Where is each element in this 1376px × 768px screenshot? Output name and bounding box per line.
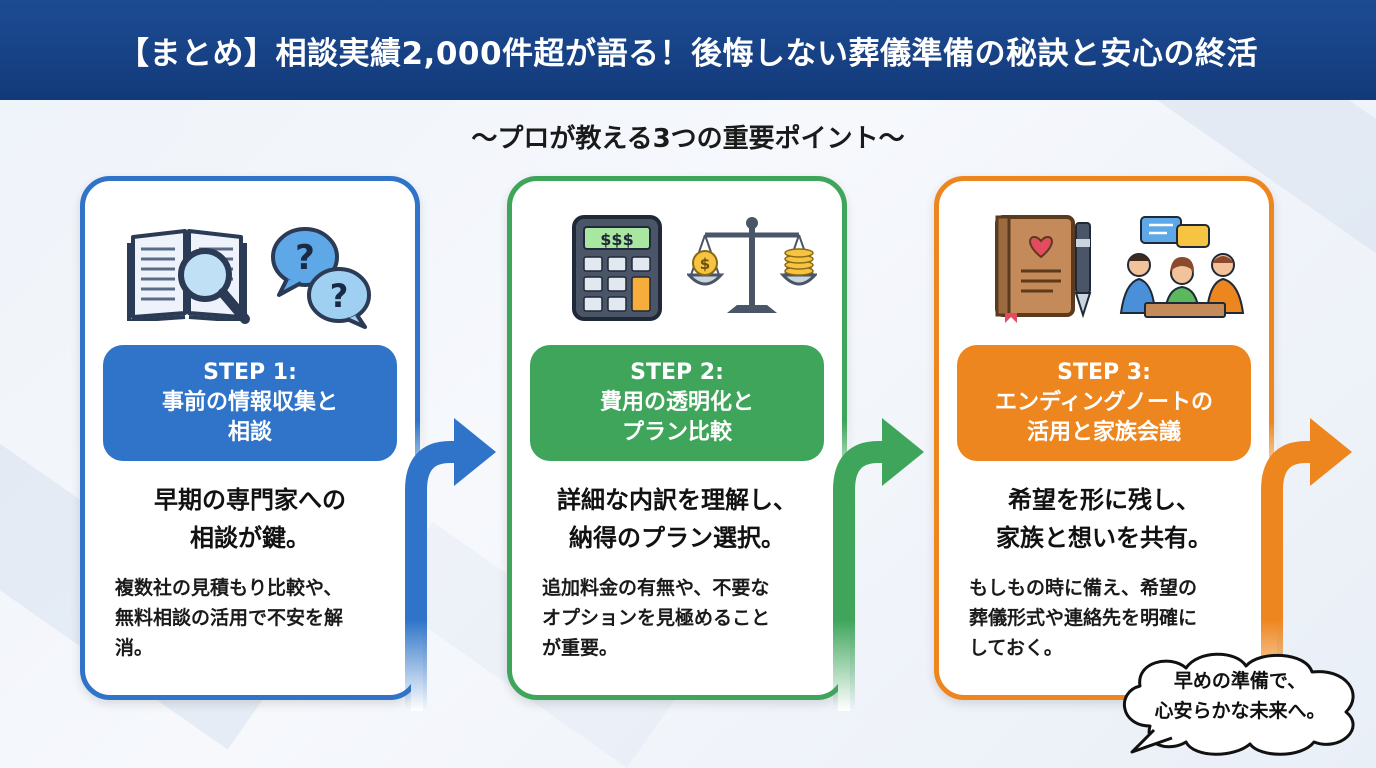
step-3-card: STEP 3: エンディングノートの 活用と家族会議 希望を形に残し、 家族と想…	[934, 176, 1277, 711]
pen-icon	[1074, 222, 1092, 319]
step-1-title: STEP 1: 事前の情報収集と 相談	[103, 345, 397, 461]
closing-message-bubble: 早めの準備で、 心安らかな未来へ。	[1110, 648, 1370, 760]
step-3-description: もしもの時に備え、希望の 葬儀形式や連絡先を明確に しておく。	[969, 577, 1198, 659]
svg-text:?: ?	[295, 238, 315, 278]
cloud-bubble-icon	[1123, 652, 1355, 756]
arrow-right-icon	[405, 418, 496, 710]
step-1-card: ? ? STEP 1: 事前の情報収集と 相談 早期の専門家への 相談が鍵。 複…	[80, 176, 423, 711]
family-meeting-icon	[1119, 216, 1245, 318]
step-2-icons: $$$ $	[512, 213, 842, 333]
page-title: 【まとめ】相談実績2,000件超が語る！後悔しない葬儀準備の秘訣と安心の終活	[117, 35, 1259, 72]
step-2-card: $$$ $ STEP 2: 費用の透明化と	[507, 176, 850, 711]
header-banner: 【まとめ】相談実績2,000件超が語る！後悔しない葬儀準備の秘訣と安心の終活	[0, 0, 1376, 100]
arrow-right-icon	[1261, 418, 1352, 710]
step-2-headline: 詳細な内訳を理解し、 納得のプラン選択。	[557, 486, 797, 552]
step-3-icons	[939, 213, 1269, 333]
svg-text:$: $	[700, 255, 710, 273]
step-1-description: 複数社の見積もり比較や、 無料相談の活用で不安を解 消。	[115, 577, 344, 659]
step-1-icons: ? ?	[85, 213, 415, 333]
arrow-right-icon	[833, 418, 924, 710]
question-bubble-icon: ? ?	[271, 227, 371, 329]
step-3-title: STEP 3: エンディングノートの 活用と家族会議	[957, 345, 1251, 461]
balance-scale-icon: $	[687, 217, 817, 313]
magnifying-glass-icon	[178, 248, 250, 324]
svg-text:$$$: $$$	[600, 230, 633, 249]
svg-text:?: ?	[330, 277, 349, 315]
ending-note-icon	[995, 215, 1075, 323]
page-subtitle: 〜プロが教える3つの重要ポイント〜	[471, 124, 905, 154]
step-1-headline: 早期の専門家への 相談が鍵。	[154, 486, 346, 552]
step-2-description: 追加料金の有無や、不要な オプションを見極めること が重要。	[542, 577, 771, 659]
step-3-headline: 希望を形に残し、 家族と想いを共有。	[996, 486, 1212, 552]
calculator-icon: $$$	[572, 215, 662, 321]
step-2-title: STEP 2: 費用の透明化と プラン比較	[530, 345, 824, 461]
